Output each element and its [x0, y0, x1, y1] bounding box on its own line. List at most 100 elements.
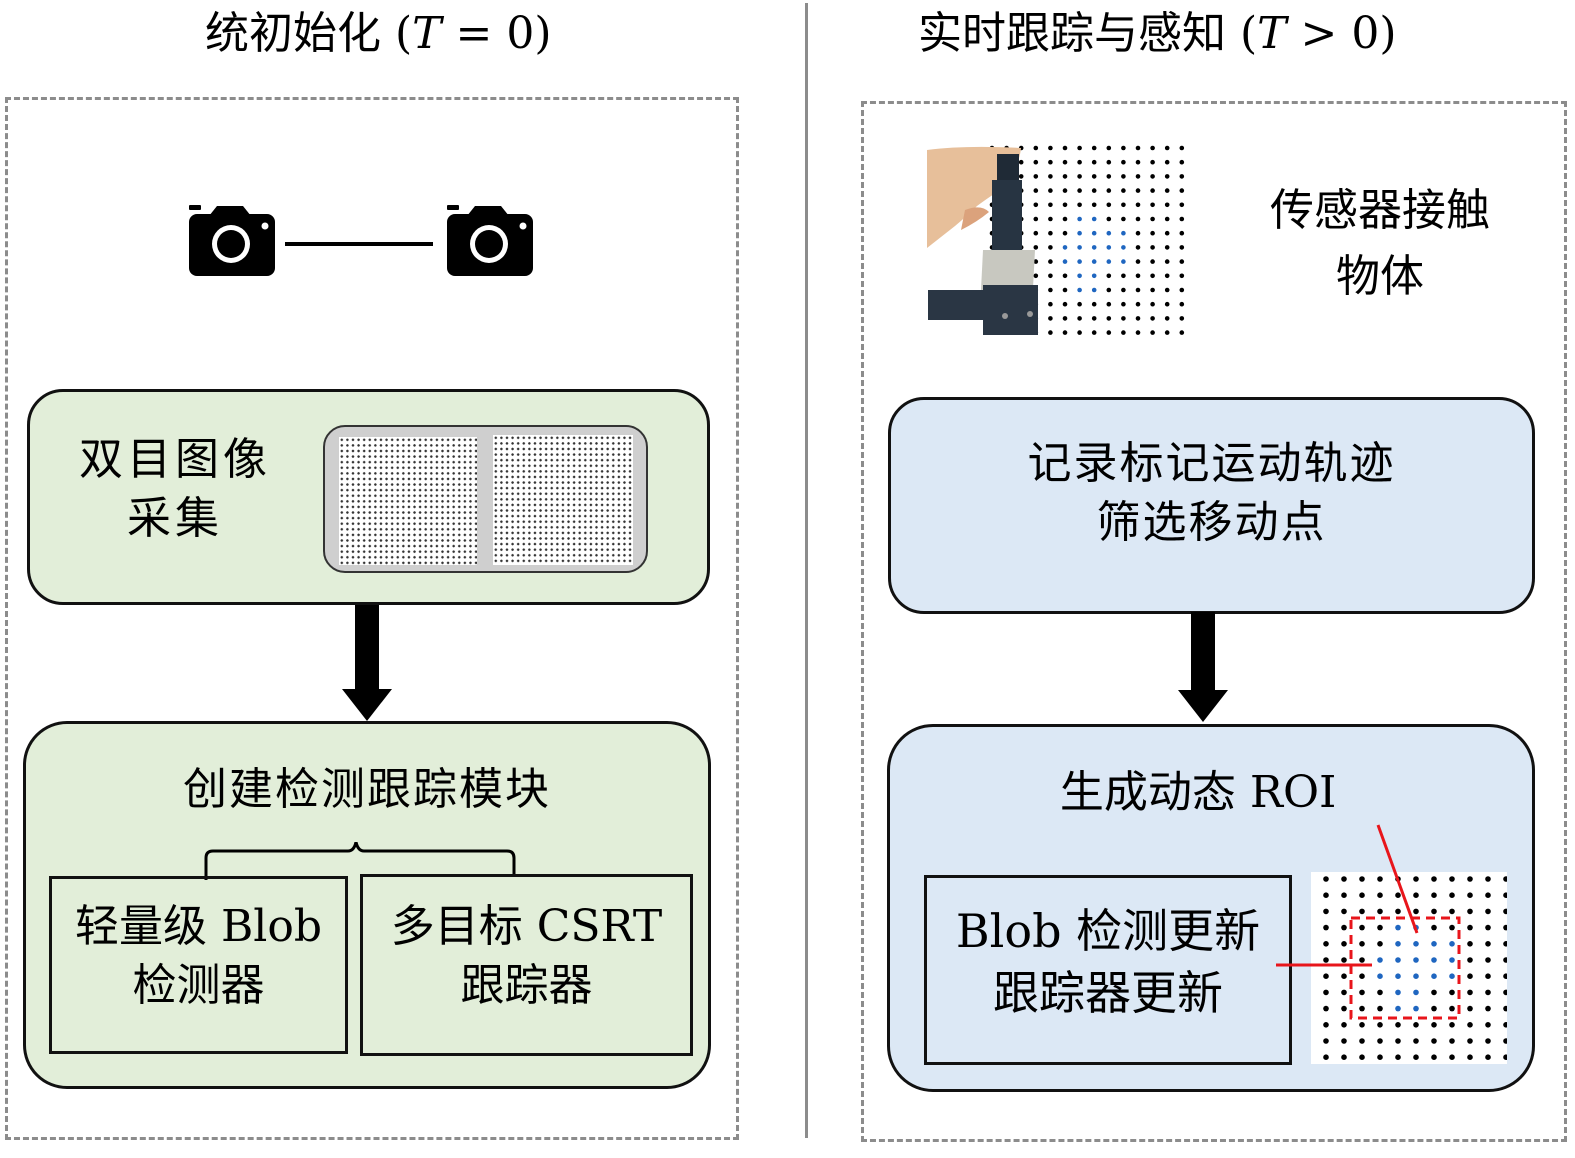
static-marker [1485, 876, 1491, 882]
static-marker [1395, 1022, 1401, 1028]
static-marker [1164, 273, 1170, 279]
static-marker [1485, 941, 1491, 947]
static-marker [1121, 316, 1126, 321]
moving-marker [1395, 924, 1401, 931]
static-marker [1359, 1005, 1365, 1012]
static-marker [1150, 230, 1155, 236]
static-marker [1062, 174, 1068, 179]
stereo-acquisition-box: 双目图像 采集 [27, 389, 710, 605]
static-marker [1359, 892, 1365, 898]
moving-marker [1431, 973, 1437, 979]
moving-marker [1449, 941, 1455, 947]
sensor-contact-image [925, 140, 1195, 340]
static-marker [1467, 941, 1473, 947]
static-marker [1048, 216, 1053, 222]
static-marker [1062, 216, 1068, 222]
static-marker [1121, 159, 1126, 165]
static-marker [1323, 989, 1329, 996]
static-marker [1106, 202, 1112, 208]
static-marker [1323, 924, 1329, 931]
static-marker [1467, 973, 1473, 979]
static-marker [1033, 245, 1039, 250]
static-marker [1431, 908, 1437, 915]
static-marker [1135, 287, 1141, 293]
static-marker [1048, 230, 1053, 236]
static-marker [1164, 159, 1170, 165]
static-marker [1449, 1005, 1455, 1012]
static-marker [1431, 892, 1437, 898]
static-marker [1121, 188, 1126, 193]
static-marker [1121, 145, 1126, 151]
static-marker [1033, 230, 1039, 236]
static-marker [1359, 908, 1365, 915]
left-camera-image [339, 437, 477, 565]
static-marker [1341, 1005, 1347, 1012]
static-marker [1164, 174, 1170, 179]
static-marker [1413, 908, 1419, 915]
static-marker [1341, 941, 1347, 947]
static-marker [1485, 989, 1491, 996]
static-marker [1106, 330, 1112, 335]
static-marker [1449, 1054, 1455, 1060]
static-marker [1449, 908, 1455, 915]
static-marker [1048, 259, 1053, 264]
moving-marker [1395, 957, 1401, 963]
static-marker [1179, 159, 1185, 165]
static-marker [1077, 316, 1082, 321]
static-marker [1341, 957, 1347, 963]
moving-marker [1413, 1005, 1419, 1012]
left-panel [5, 97, 739, 1140]
panel-divider [805, 3, 808, 1138]
static-marker [1467, 1038, 1473, 1044]
static-marker [1413, 892, 1419, 898]
module-brace [204, 842, 516, 880]
moving-marker [1121, 230, 1126, 236]
moving-marker [1395, 973, 1401, 979]
csrt-tracker-box: 多目标 CSRT 跟踪器 [360, 874, 693, 1056]
static-marker [1179, 316, 1185, 321]
static-marker [1091, 202, 1097, 208]
static-marker [1033, 259, 1039, 264]
static-marker [1164, 301, 1170, 307]
static-marker [1449, 1022, 1455, 1028]
moving-marker [1106, 259, 1112, 264]
static-marker [1449, 892, 1455, 898]
static-marker [1062, 316, 1068, 321]
static-marker [1077, 159, 1082, 165]
roi-rectangle [1349, 916, 1461, 1020]
static-marker [1431, 1038, 1437, 1044]
static-marker [1106, 174, 1112, 179]
moving-marker [1413, 973, 1419, 979]
static-marker [1323, 908, 1329, 915]
camera-icon [447, 205, 533, 276]
right-panel-title: 实时跟踪与感知 (T > 0) [918, 8, 1397, 59]
static-marker [1048, 188, 1053, 193]
static-marker [1359, 1022, 1365, 1028]
static-marker [1106, 301, 1112, 307]
static-marker [1121, 330, 1126, 335]
static-marker [1135, 301, 1141, 307]
moving-marker [1077, 287, 1082, 293]
static-marker [1395, 1038, 1401, 1044]
static-marker [1377, 908, 1383, 915]
stereo-image-pair [323, 425, 648, 573]
static-marker [1106, 159, 1112, 165]
static-marker [1121, 174, 1126, 179]
static-marker [1503, 989, 1507, 996]
static-marker [1135, 216, 1141, 222]
module-title: 创建检测跟踪模块 [183, 764, 551, 815]
static-marker [1121, 301, 1126, 307]
static-marker [1377, 876, 1383, 882]
static-marker [1062, 188, 1068, 193]
time-variable: T [1257, 8, 1287, 59]
static-marker [1485, 924, 1491, 931]
static-marker [1106, 145, 1112, 151]
static-marker [1395, 908, 1401, 915]
static-marker [1449, 989, 1455, 996]
static-marker [1359, 1038, 1365, 1044]
static-marker [1091, 145, 1097, 151]
static-marker [1179, 202, 1185, 208]
dynamic-roi-title: 生成动态 ROI [1059, 767, 1337, 818]
static-marker [1467, 876, 1473, 882]
static-marker [1467, 957, 1473, 963]
